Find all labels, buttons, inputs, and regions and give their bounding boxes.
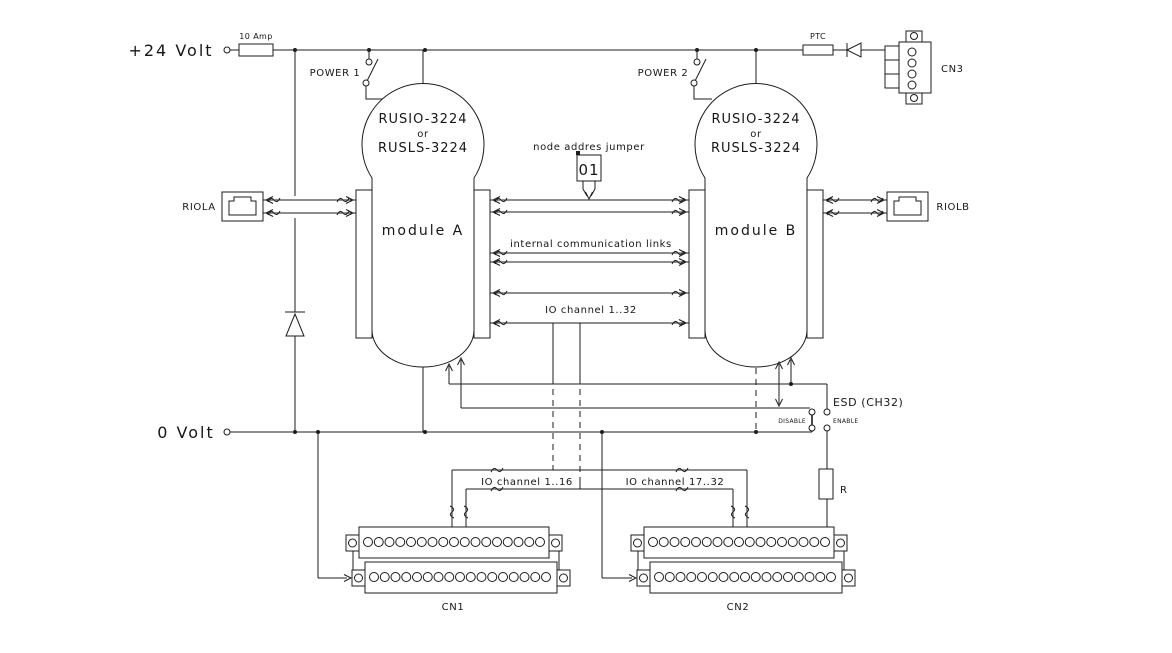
cn2-top-row-pins [648, 537, 830, 547]
module-a-model3: RUSLS-3224 [378, 141, 468, 156]
module-b-name: module B [715, 223, 798, 239]
module-a-right-rail [473, 189, 491, 339]
module-b-body [694, 83, 818, 368]
riolb-label: RIOLB [936, 202, 969, 213]
module-b-model1: RUSIO-3224 [711, 112, 800, 127]
riola-connector: RIOLA [182, 191, 356, 222]
plus-24v-terminal [223, 46, 231, 54]
module-a-body [361, 83, 485, 368]
cn3-label: CN3 [941, 64, 964, 75]
cn1-connector: CN1 [317, 432, 571, 613]
riolb-jack [886, 191, 929, 222]
riola-label: RIOLA [182, 202, 215, 213]
cn2-connector: CN2 [601, 432, 856, 613]
power2-label: POWER 2 [638, 68, 689, 79]
node-jumper-box [576, 154, 602, 182]
ptc-symbol [802, 44, 834, 56]
resistor-label: R [840, 485, 848, 496]
power2-blade [694, 58, 707, 82]
esd-disable-jumper [808, 408, 816, 432]
power1-label: POWER 1 [310, 68, 361, 79]
module-b-left-rail [688, 189, 706, 339]
io-channel-low-label: IO channel 1..16 [481, 477, 573, 488]
reverse-diode-symbol [285, 312, 305, 337]
esd-circuit: ESD (CH32) DISABLE ENABLE [445, 357, 903, 432]
plus-24v-rail: +24 Volt 10 Amp [128, 32, 803, 60]
module-b-model2: or [750, 129, 762, 140]
riola-jack [221, 191, 264, 222]
io-channel-high-label: IO channel 17..32 [626, 477, 725, 488]
fuse-symbol [238, 43, 274, 57]
internal-links-label: internal communication links [510, 239, 672, 250]
zero-volt-label: 0 Volt [157, 423, 214, 442]
node-jumper-value: 01 [578, 161, 599, 179]
riolb-connector: RIOLB [823, 191, 969, 222]
module-a-model2: or [417, 129, 429, 140]
inter-module-buses: internal communication links IO channel … [490, 196, 689, 327]
ptc-label: PTC [810, 32, 826, 41]
esd-enable-label: ENABLE [833, 418, 858, 425]
io-distribution: IO channel 1..16 IO channel 17..32 [449, 323, 750, 527]
power2-switch: POWER 2 [638, 50, 712, 100]
node-jumper-caption: node addres jumper [533, 142, 645, 153]
plus-24v-label: +24 Volt [128, 41, 213, 60]
esd-resistor: R [818, 431, 848, 544]
module-a: RUSIO-3224 or RUSLS-3224 module A [355, 50, 491, 368]
node-address-jumper: node addres jumper 01 [533, 142, 645, 200]
module-b-right-rail [806, 189, 824, 339]
cn2-label: CN2 [727, 602, 750, 613]
power1-blade [366, 58, 379, 82]
esd-enable-jumper [823, 408, 831, 432]
fuse-label: 10 Amp [239, 32, 272, 41]
module-a-name: module A [382, 223, 465, 239]
module-b-model3: RUSLS-3224 [711, 141, 801, 156]
cn3-branch: PTC CN3 [802, 30, 964, 105]
zero-volt-terminal [223, 428, 231, 436]
esd-caption: ESD (CH32) [833, 396, 903, 409]
module-a-left-rail [355, 189, 373, 339]
left-protection-diode [285, 50, 305, 432]
module-a-model1: RUSIO-3224 [378, 112, 467, 127]
cn1-bottom-row-pins [369, 572, 551, 582]
cn2-bottom-row-pins [654, 572, 836, 582]
io-channel-all-label: IO channel 1..32 [545, 305, 637, 316]
zero-volt-rail: 0 Volt [157, 367, 813, 442]
diode-symbol [845, 42, 862, 58]
cn3-connector [884, 30, 932, 105]
cn1-top-row-pins [363, 537, 545, 547]
resistor-symbol [818, 468, 834, 500]
module-b: RUSIO-3224 or RUSLS-3224 module B [688, 50, 824, 368]
esd-disable-label: DISABLE [778, 418, 806, 425]
power1-switch: POWER 1 [310, 50, 383, 100]
cn1-label: CN1 [442, 602, 465, 613]
